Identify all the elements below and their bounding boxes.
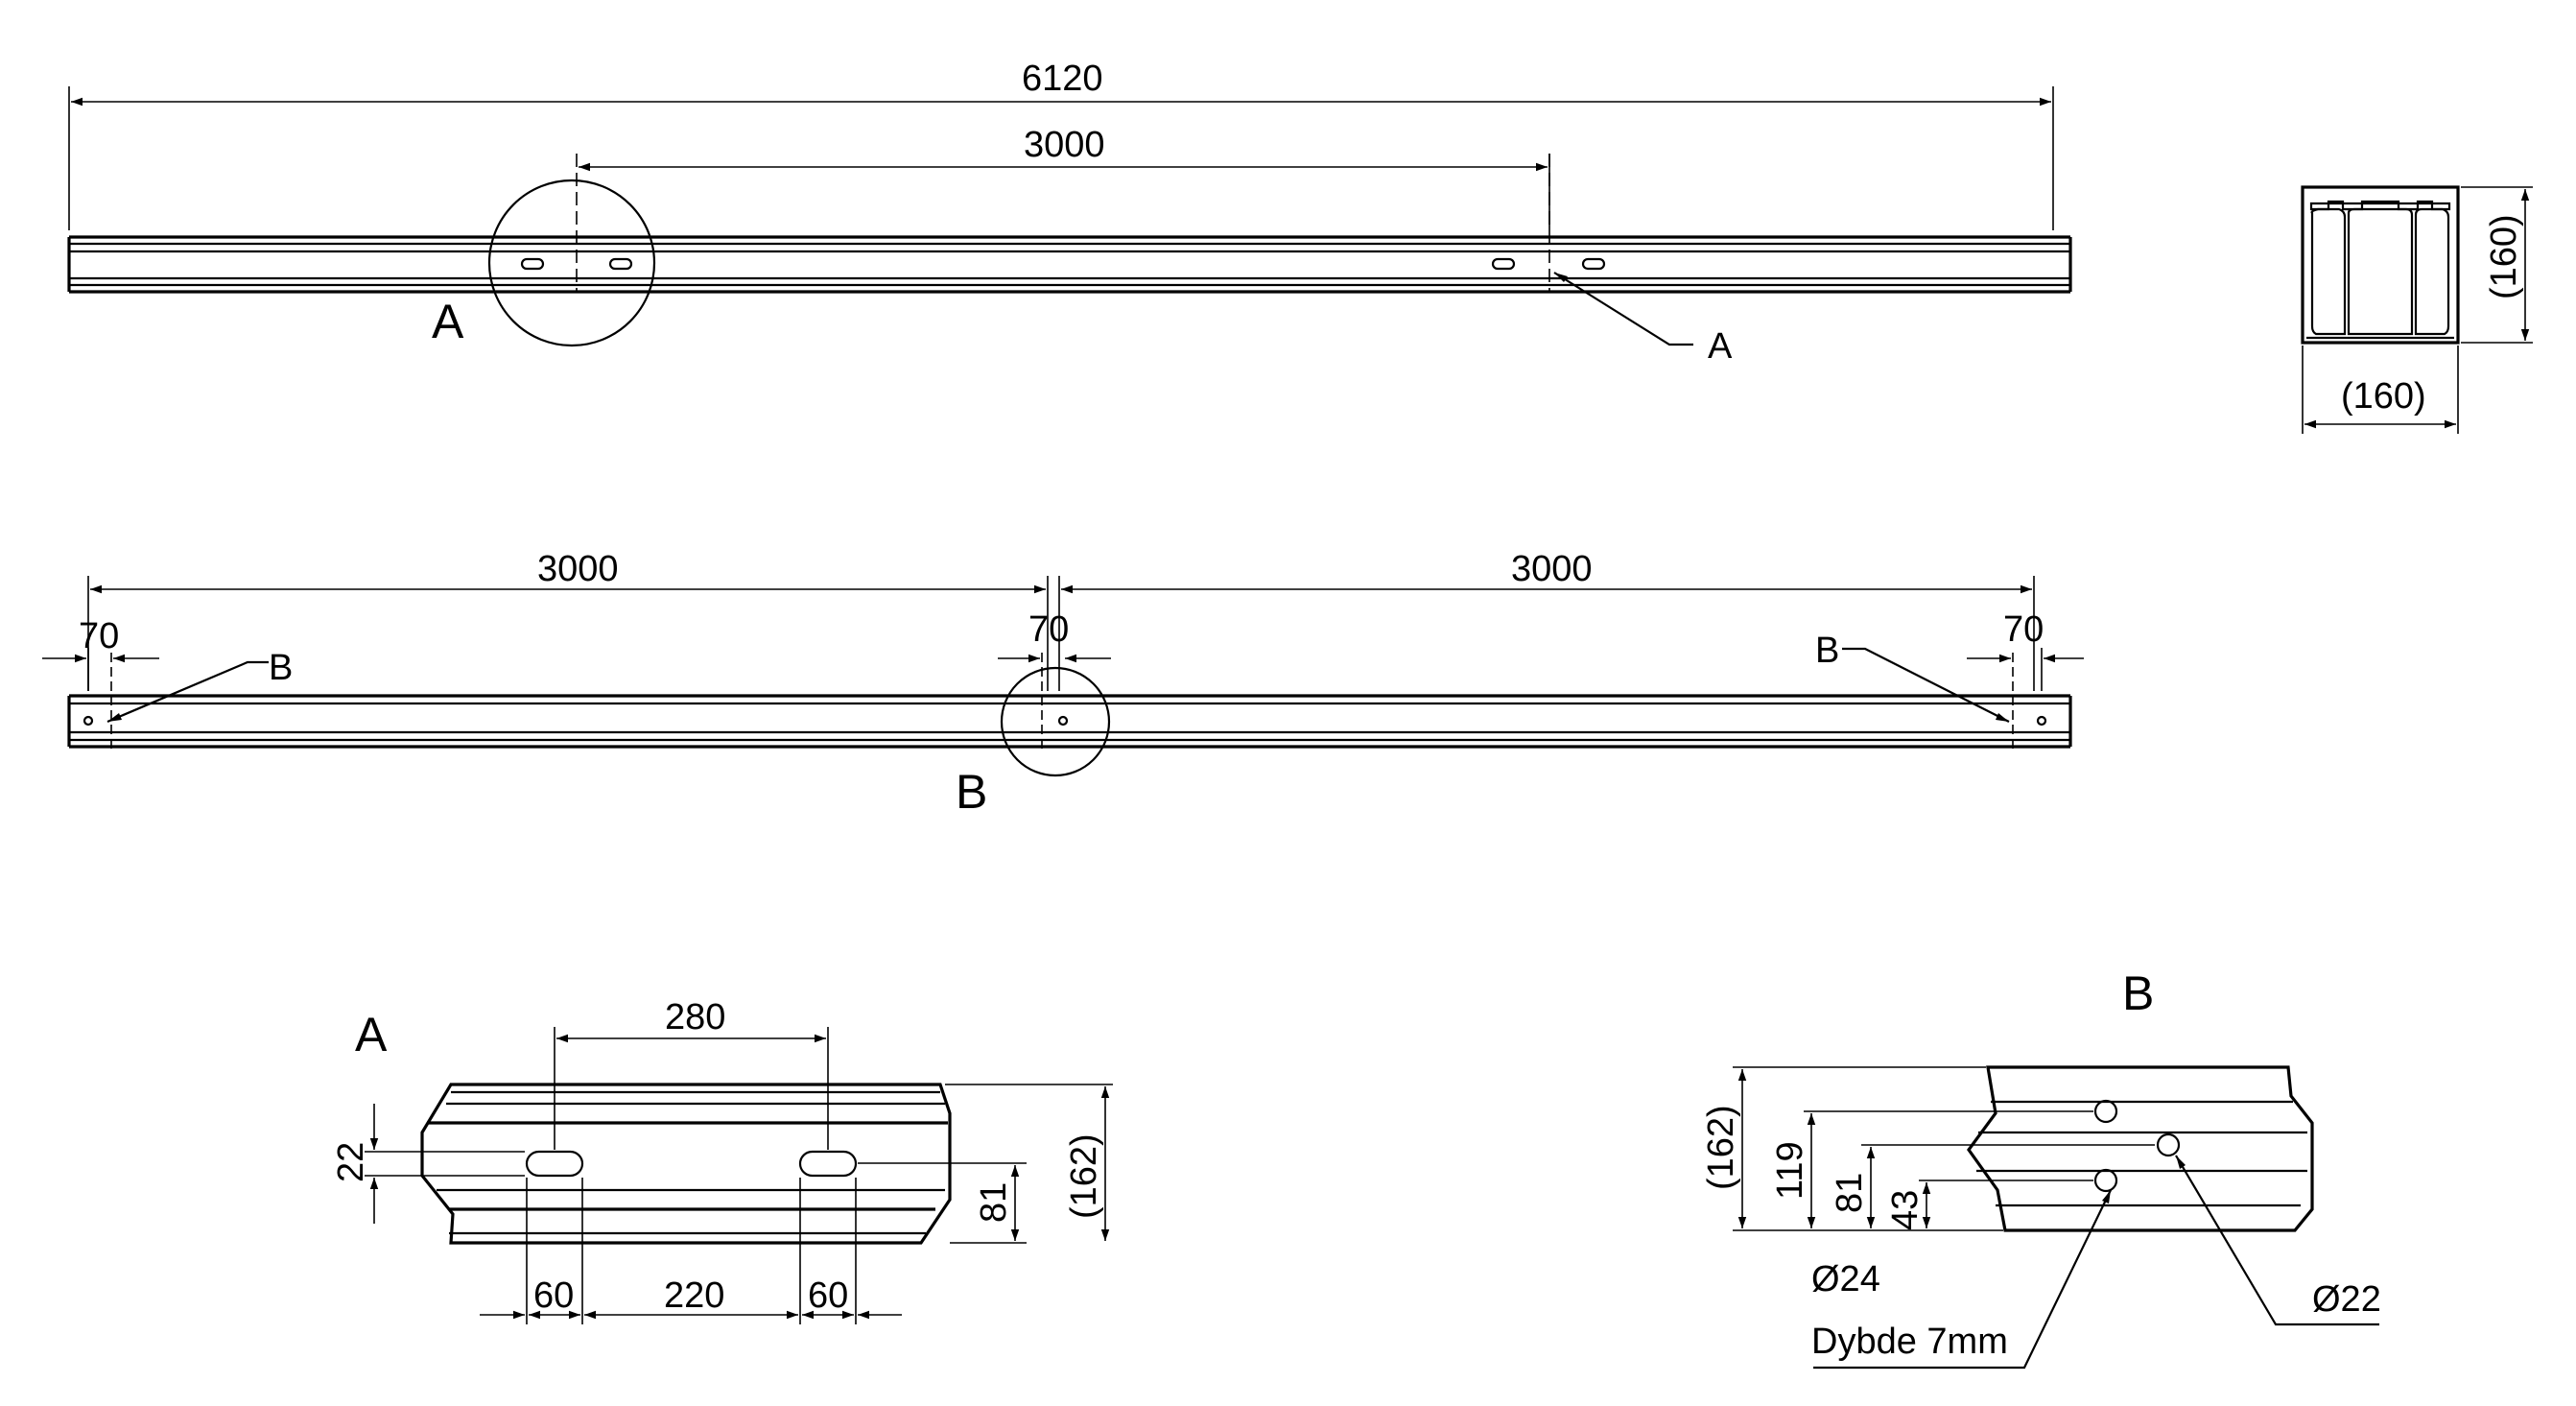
dim-offset-mid: 70 [998, 609, 1111, 663]
profile-section: (160) (160) [2301, 185, 2533, 434]
hole-offset-right-text: 70 [2003, 609, 2044, 650]
detail-a-height-text: (162) [1064, 1133, 1104, 1219]
dim-offset-right: 70 [1967, 609, 2084, 691]
detail-b-title: B [2122, 966, 2154, 1020]
dim-slot-spacing-text: 3000 [1024, 125, 1105, 165]
rail-mid-holes [83, 653, 2047, 749]
detail-a: A 280 22 60 220 60 [331, 997, 1113, 1324]
slot-left [525, 1150, 584, 1178]
hole-offset-left-text: 70 [79, 616, 119, 656]
hole [1057, 715, 1069, 727]
detail-b-height-text: (162) [1701, 1105, 1741, 1190]
detail-circle-b [1000, 666, 1111, 777]
dim-offset-left: 70 [42, 616, 159, 691]
slot-offset-text: 22 [331, 1142, 371, 1182]
slot-height-pos-text: 81 [974, 1182, 1014, 1223]
leader-b-left-label: B [269, 648, 293, 688]
hole-dia-22-text: Ø22 [2312, 1279, 2381, 1320]
leader-hole-24 [1813, 1189, 2112, 1370]
middle-view: B 3000 3000 70 70 70 B [42, 549, 2084, 819]
slot-gap-text: 220 [664, 1275, 724, 1316]
rail-top-slots [520, 154, 1606, 293]
leader-b-right [1842, 647, 2010, 723]
slot-center-spacing-text: 280 [665, 997, 725, 1037]
slot-width-left-text: 60 [533, 1275, 574, 1316]
hole-lower [2093, 1168, 2118, 1193]
leader-a [1553, 272, 1693, 346]
dim-slot-spacing: 3000 [579, 125, 1550, 230]
dim-overall-length: 6120 [68, 59, 2054, 230]
profile-height-text: (160) [2484, 214, 2524, 299]
hole-upper [2093, 1099, 2118, 1124]
detail-b: B (162) 119 81 43 Ø24 Dybde 7mm Ø22 [1701, 966, 2381, 1370]
top-view: A A 6120 3000 [67, 59, 2072, 367]
hole-middle [2156, 1132, 2181, 1157]
slot [1581, 257, 1606, 271]
hole [2036, 715, 2047, 727]
detail-b-marker: B [956, 765, 987, 819]
leader-b-left [106, 660, 269, 724]
detail-circle-a [487, 179, 656, 347]
slot [520, 257, 545, 271]
hole-dia-24-text: Ø24 [1811, 1259, 1880, 1299]
detail-a-title: A [355, 1008, 388, 1061]
detail-a-marker: A [432, 295, 464, 348]
rail-mid-body [67, 694, 2072, 749]
rail-top-body [67, 235, 2072, 294]
slot-right [798, 1150, 858, 1178]
hole-upper-pos-text: 119 [1770, 1141, 1810, 1200]
slot-width-right-text: 60 [808, 1275, 848, 1316]
hole-depth-text: Dybde 7mm [1811, 1322, 2008, 1362]
hole-lower-pos-text: 43 [1885, 1190, 1926, 1230]
hole-spacing-left-text: 3000 [537, 549, 619, 589]
hole-spacing-right-text: 3000 [1511, 549, 1593, 589]
slot [608, 257, 633, 271]
hole-offset-mid-text: 70 [1028, 609, 1069, 650]
hole-mid-pos-text: 81 [1830, 1173, 1870, 1213]
profile-width-text: (160) [2341, 376, 2426, 417]
leader-b-right-label: B [1815, 631, 1839, 671]
dim-overall-length-text: 6120 [1022, 59, 1103, 99]
leader-a-label: A [1708, 326, 1733, 367]
hole [83, 715, 94, 727]
slot [1491, 257, 1516, 271]
leader-hole-22 [2175, 1155, 2379, 1326]
